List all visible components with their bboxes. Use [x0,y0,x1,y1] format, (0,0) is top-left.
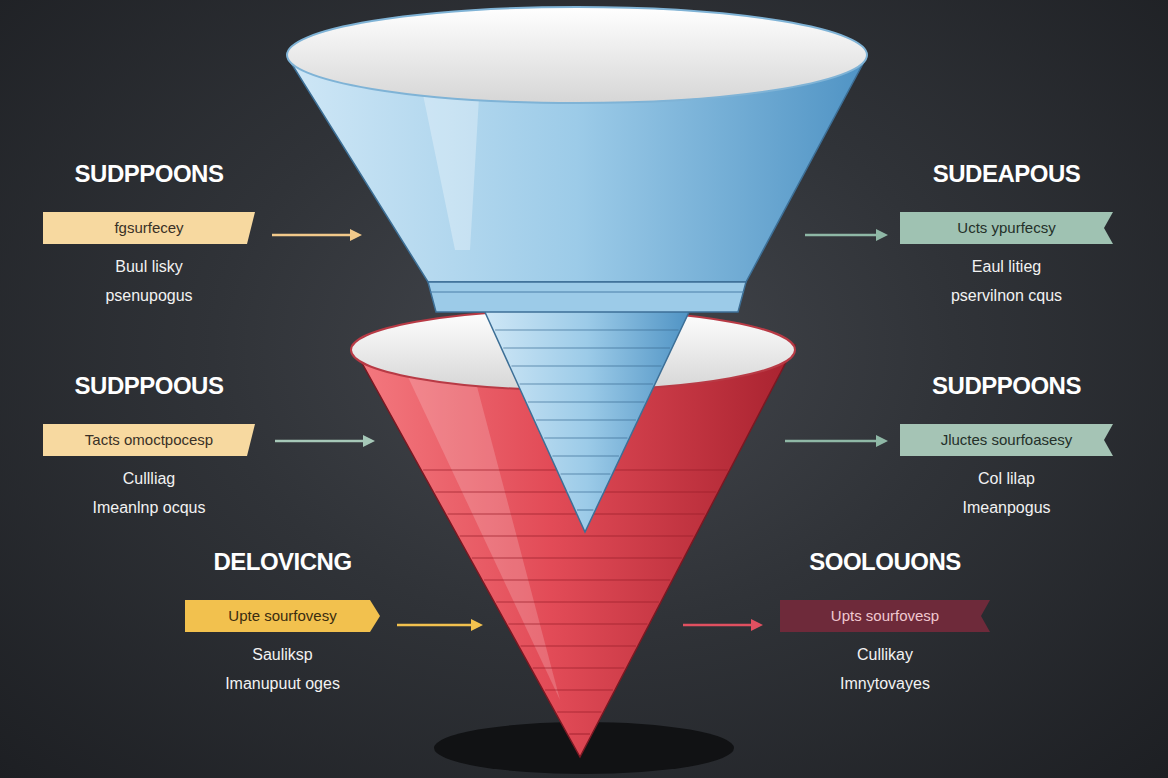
spout-stripe [528,401,645,402]
ribbon-fill [900,212,1113,244]
ribbon-text: Tacts omoctpocesp [85,424,213,456]
cone-stripe [569,733,590,734]
stage-heading: DELOVICNG [185,544,380,580]
arrow-head [876,435,888,447]
ribbon-tag: Tacts omoctpocesp [43,424,255,456]
arrow-line [785,440,878,443]
stage-body-text: psenupogus [43,281,255,310]
stage-body-text: Eaul litieg [900,252,1113,281]
ribbon-text: fgsurfecey [114,212,183,244]
ribbon-tag: Upts sourfovesp [780,600,990,632]
funnel-stage: SOOLOUONS Upts sourfovespCullikayImnytova… [780,544,990,698]
cone-stripe [496,601,659,602]
stage-heading: SUDPPOOUS [43,368,255,404]
ribbon-fill [43,424,255,456]
stage-body-text: Sauliksp [185,640,380,669]
spout-stripe [552,455,619,456]
funnel-stage: SUDPPOONS fgsurfeceyBuul liskypsenupogus [43,156,255,310]
spout-stripe [520,383,653,384]
stage-heading: SUDPPOONS [43,156,255,192]
band-line [430,292,744,293]
cone-stripe [460,535,694,536]
funnel-stage: DELOVICNG Upte sourfovesySaulikspImanupuu… [185,544,380,698]
stage-body-text: Col lilap [900,464,1113,493]
ribbon-text: Ucts ypurfecsy [957,212,1055,244]
spout-stripe [569,491,602,492]
arrow-head [350,229,362,241]
spout-stripe [536,419,636,420]
ribbon-text: Jluctes sourfoasesy [941,424,1073,456]
blue-stripes [495,330,678,510]
spout-stripe [577,509,593,510]
stage-body-text: Imeanpogus [900,493,1113,522]
blue-funnel-rim [287,7,867,103]
ribbon-text: Upte sourfovesy [228,600,336,632]
stage-body-text: Imanupuut oges [185,669,380,698]
cone-stripe [533,667,625,668]
cone-stripe [484,579,670,580]
ribbon-fill [185,600,380,632]
arrow-line [805,234,878,237]
funnel-stage: SUDPPOONS Jluctes sourfoasesyCol lilapIme… [900,368,1113,522]
arrow-line [272,234,352,237]
cone-stripe [521,645,636,646]
cone-stripe [435,491,716,492]
ribbon-tag: fgsurfecey [43,212,255,244]
arrow-head [876,229,888,241]
spout-stripe [511,365,661,366]
spout-stripe [495,329,678,330]
stage-body-text: Cullikay [780,640,990,669]
stage-body-text: Buul lisky [43,252,255,281]
cone-stripe [545,689,613,690]
blue-band [428,282,746,312]
arrow-line [275,440,364,443]
stage-body-text: Cullliag [43,464,255,493]
ribbon-tag: Upte sourfovesy [185,600,380,632]
stage-body-text: Imnytovayes [780,669,990,698]
ribbon-tag: Jluctes sourfoasesy [900,424,1113,456]
stage-body-text: pservilnon cqus [900,281,1113,310]
ribbon-fill [43,212,255,244]
arrows [272,229,888,631]
arrow-line [683,624,752,627]
funnel-stage: SUDPPOOUS Tacts omoctpocespCullliagImeanl… [43,368,255,522]
ribbon-fill [900,424,1113,456]
cone-stripe [557,711,601,712]
blue-spout [484,310,690,532]
stage-heading: SUDPPOONS [900,368,1113,404]
spout-stripe [544,437,627,438]
arrow-head [363,435,375,447]
spout-stripe [503,347,670,348]
arrow-head [471,619,483,631]
cone-stripe [472,557,682,558]
ribbon-tag: Ucts ypurfecsy [900,212,1113,244]
ribbon-text: Upts sourfovesp [831,600,939,632]
stage-heading: SOOLOUONS [780,544,990,580]
blue-highlight [420,80,480,250]
stage-heading: SUDEAPOUS [900,156,1113,192]
ribbon-fill [780,600,990,632]
funnel-stage: SUDEAPOUS Ucts ypurfecsyEaul litiegpservi… [900,156,1113,310]
spout-stripe [561,473,611,474]
cone-stripe [508,623,647,624]
stage-body-text: Imeanlnp ocqus [43,493,255,522]
arrow-head [751,619,763,631]
arrow-line [397,624,472,627]
